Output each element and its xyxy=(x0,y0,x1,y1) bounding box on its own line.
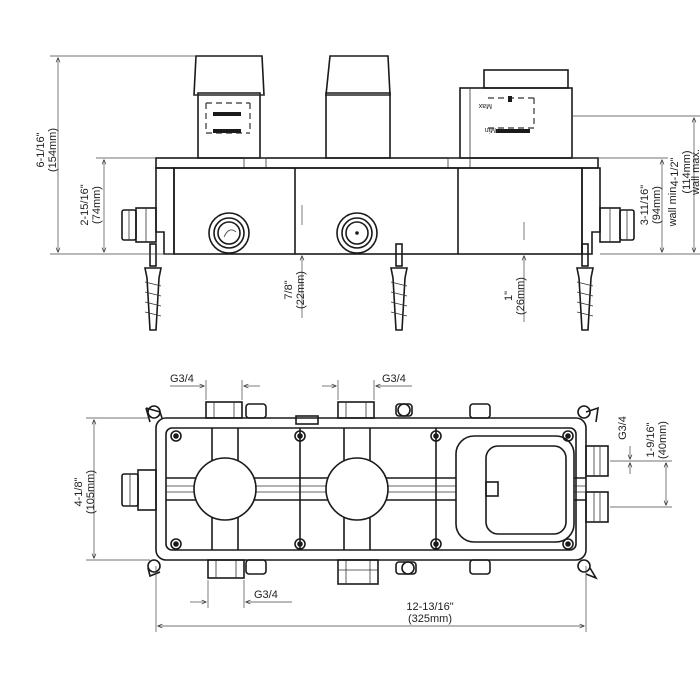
dim-wall-max: 4-1/2" xyxy=(669,157,681,186)
dim-depth-mm: (105mm) xyxy=(85,470,97,514)
port-bottom-center xyxy=(337,559,379,585)
inlet-ring-left xyxy=(208,212,250,254)
front-view: Max Min xyxy=(35,55,700,331)
dim-wall-max-mm: (114mm) xyxy=(681,150,693,193)
screws xyxy=(170,430,574,550)
wall-min-label: wall min. xyxy=(667,184,679,228)
thermostat-cartridge: Max Min xyxy=(459,69,573,159)
min-label: Min xyxy=(485,126,496,133)
thermostat-housing xyxy=(455,435,575,543)
valve-disc-center xyxy=(325,457,389,521)
max-label: Max xyxy=(478,102,492,109)
dim-height-total: 6-1/16" xyxy=(35,132,47,167)
port-bottom-left xyxy=(207,559,245,579)
frame-outer xyxy=(155,417,587,561)
dim-port-spacing-mm: (40mm) xyxy=(657,421,669,459)
dim-width: 12-13/16" xyxy=(406,601,453,613)
dim-body-height-mm: (74mm) xyxy=(91,186,103,224)
dim-depth: 4-1/8" xyxy=(73,477,85,506)
dim-inlet-offset: 7/8" xyxy=(283,280,295,299)
port-left-side xyxy=(121,469,157,511)
dim-port-spacing: 1-9/16" xyxy=(645,422,657,457)
anchor-left xyxy=(144,243,162,331)
port-top-center xyxy=(337,401,375,419)
frame-inner xyxy=(165,427,577,551)
dim-height-total-mm: (154mm) xyxy=(47,128,59,172)
outlet-right xyxy=(599,207,635,243)
dim-wall-min: 3-11/16" xyxy=(639,185,651,225)
anchor-right xyxy=(576,243,594,331)
label-port-right: G3/4 xyxy=(617,416,629,440)
label-port-left: G3/4 xyxy=(170,373,194,385)
anchor-center xyxy=(390,243,408,331)
dim-inlet-offset-mm: (22mm) xyxy=(295,271,307,309)
outlet-left xyxy=(121,207,157,243)
dim-anchor-offset: 1" xyxy=(503,291,515,301)
inlet-ring-center xyxy=(336,212,378,254)
corner-anchors xyxy=(145,403,599,580)
port-right-lower xyxy=(585,491,609,523)
cartridge-left xyxy=(193,55,265,159)
label-port-center: G3/4 xyxy=(382,373,406,385)
port-top-left xyxy=(205,401,243,419)
wall-max-label: wall max. xyxy=(690,149,700,196)
valve-disc-left xyxy=(193,457,257,521)
top-view: G3/4 G3/4 G3/4 4-1/8" (105mm) G3/4 1-9/ xyxy=(73,373,672,632)
top-plate xyxy=(155,157,599,169)
dim-width-mm: (325mm) xyxy=(408,613,452,625)
dim-wall-min-mm: (94mm) xyxy=(651,186,663,224)
cartridge-center xyxy=(325,55,391,159)
dim-body-height: 2-15/16" xyxy=(79,184,91,225)
port-right-upper xyxy=(585,445,609,477)
dim-anchor-offset-mm: (26mm) xyxy=(515,277,527,315)
label-port-bottom: G3/4 xyxy=(254,589,278,601)
